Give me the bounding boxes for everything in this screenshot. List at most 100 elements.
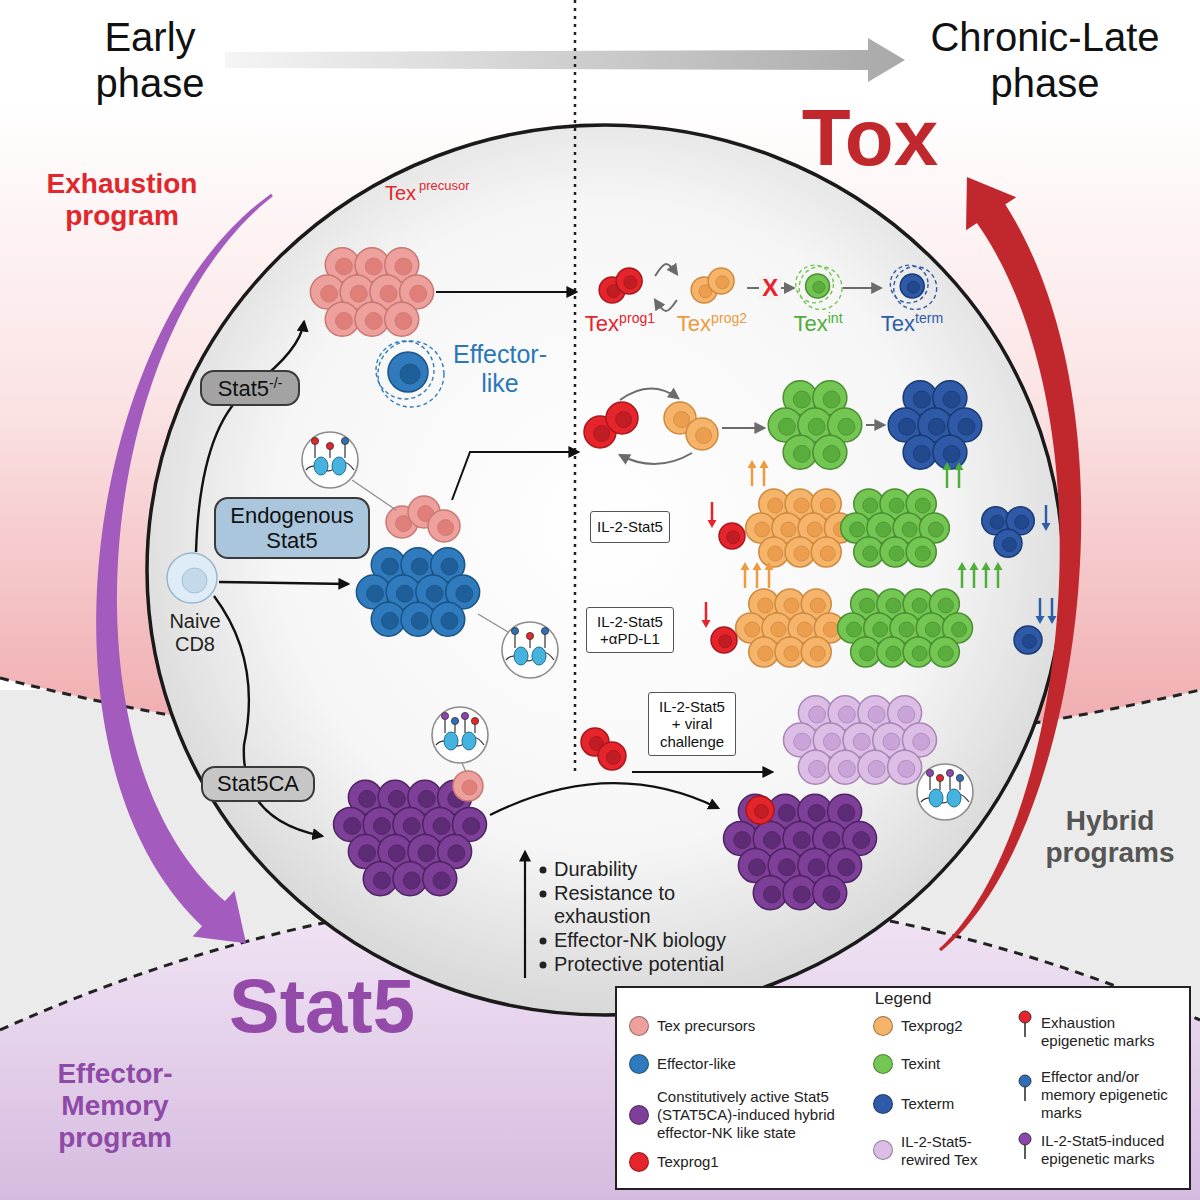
cell-nucleus [889, 498, 904, 513]
cell [598, 742, 626, 770]
transition-arrow [843, 287, 881, 289]
cell-nucleus [794, 733, 811, 750]
cell [753, 876, 787, 910]
dying-cell-outline [376, 341, 434, 399]
legend-text-holder: Tex precursors [657, 1017, 847, 1035]
legend-label: Texterm [901, 1095, 954, 1112]
arrow [436, 291, 576, 293]
cell [167, 553, 217, 603]
cell-nucleus [807, 522, 822, 537]
cell-nucleus [990, 515, 1004, 529]
arrow [722, 427, 764, 429]
cell-nucleus [928, 522, 943, 537]
label-holder: Tex [385, 182, 416, 205]
change-arrowhead [748, 460, 757, 468]
cell-nucleus [624, 276, 637, 289]
annotation: Tox [802, 93, 938, 182]
node-label: IL-2-Stat5 +αPD-L1 [597, 613, 663, 647]
transition-arrow [655, 264, 677, 276]
nucleosome [532, 647, 546, 665]
cell [888, 750, 922, 784]
cell-nucleus [768, 546, 783, 561]
cell [828, 750, 862, 784]
cell [811, 537, 841, 567]
change-arrow [1039, 598, 1042, 618]
condition-box: Stat5-/- [200, 370, 301, 407]
legend-label: Texprog1 [657, 1153, 719, 1170]
timeline-arrow [225, 38, 905, 82]
cell-nucleus [763, 832, 780, 849]
arrow [524, 852, 526, 978]
node-label: Tex [677, 311, 711, 336]
dna-strand [921, 794, 969, 803]
cell-nucleus [913, 733, 930, 750]
cell-nucleus [784, 598, 799, 613]
cell-nucleus [433, 818, 450, 835]
epigenetic-callout [302, 432, 358, 488]
node-label: Tex [793, 311, 827, 336]
cell-nucleus [727, 531, 740, 544]
mark-stem [329, 449, 330, 458]
cell-population: Texprog2 [677, 262, 747, 337]
arrow [452, 452, 578, 500]
change-arrowhead [1048, 616, 1057, 624]
change-arrowhead [765, 562, 774, 570]
cell-nucleus [952, 622, 967, 637]
legend-text-holder: Texterm [901, 1095, 1013, 1113]
cell-nucleus [403, 872, 420, 889]
cell [933, 435, 967, 469]
cell-nucleus [594, 426, 610, 442]
cell [423, 862, 457, 896]
cell-nucleus [462, 780, 477, 795]
cell-nucleus [438, 520, 454, 536]
annotation: precusor [419, 178, 470, 193]
cell-nucleus [868, 760, 885, 777]
cell-nucleus [938, 598, 953, 613]
nucleosome [332, 457, 346, 475]
cell-nucleus [938, 646, 953, 661]
cell-nucleus [758, 598, 773, 613]
cell-nucleus [411, 558, 428, 575]
mark-stem [544, 634, 545, 648]
cell-nucleus [381, 612, 398, 629]
epigenetic-callout [917, 764, 973, 820]
cell-nucleus [716, 276, 729, 289]
arrow [632, 771, 772, 773]
label-holder: Chronic-Late phase [915, 14, 1175, 106]
cell-nucleus [820, 546, 835, 561]
cell-nucleus [448, 845, 465, 862]
cell-nucleus [863, 546, 878, 561]
cell [325, 302, 359, 336]
legend-pin [1017, 1074, 1033, 1102]
cell-population: Texprog1 [585, 262, 655, 337]
cell-nucleus [860, 598, 875, 613]
cell-nucleus [793, 391, 810, 408]
legend-text-holder: IL-2-Stat5-induced epigenetic marks [1041, 1132, 1181, 1168]
cell-nucleus [883, 733, 900, 750]
cell-nucleus [889, 546, 904, 561]
epigenetic-mark [326, 442, 333, 449]
nucleosome [514, 647, 528, 665]
cell [393, 862, 427, 896]
node-text: Texint [793, 310, 842, 337]
label-holder: Hybrid programs [1030, 805, 1190, 869]
annotation: Tex [385, 182, 416, 204]
change-arrow [958, 468, 961, 488]
condition-box: IL-2-Stat5 + viral challenge [648, 692, 736, 756]
cell-nucleus [886, 646, 901, 661]
cell-nucleus [335, 258, 352, 275]
epigenetic-mark [956, 774, 963, 781]
epigenetic-mark [441, 712, 448, 719]
transition-arrow [655, 300, 677, 311]
cell-nucleus [456, 585, 473, 602]
cell-nucleus [749, 859, 766, 876]
annotation: Chronic-Late phase [930, 15, 1159, 105]
label-holder: Legend [875, 989, 932, 1009]
cell-nucleus [838, 804, 855, 821]
label-holder: precusor [419, 179, 470, 194]
cell-nucleus [365, 312, 382, 329]
change-arrowhead [1042, 523, 1051, 531]
cell-nucleus [913, 391, 930, 408]
cell-nucleus [863, 498, 878, 513]
change-arrow [973, 568, 976, 588]
